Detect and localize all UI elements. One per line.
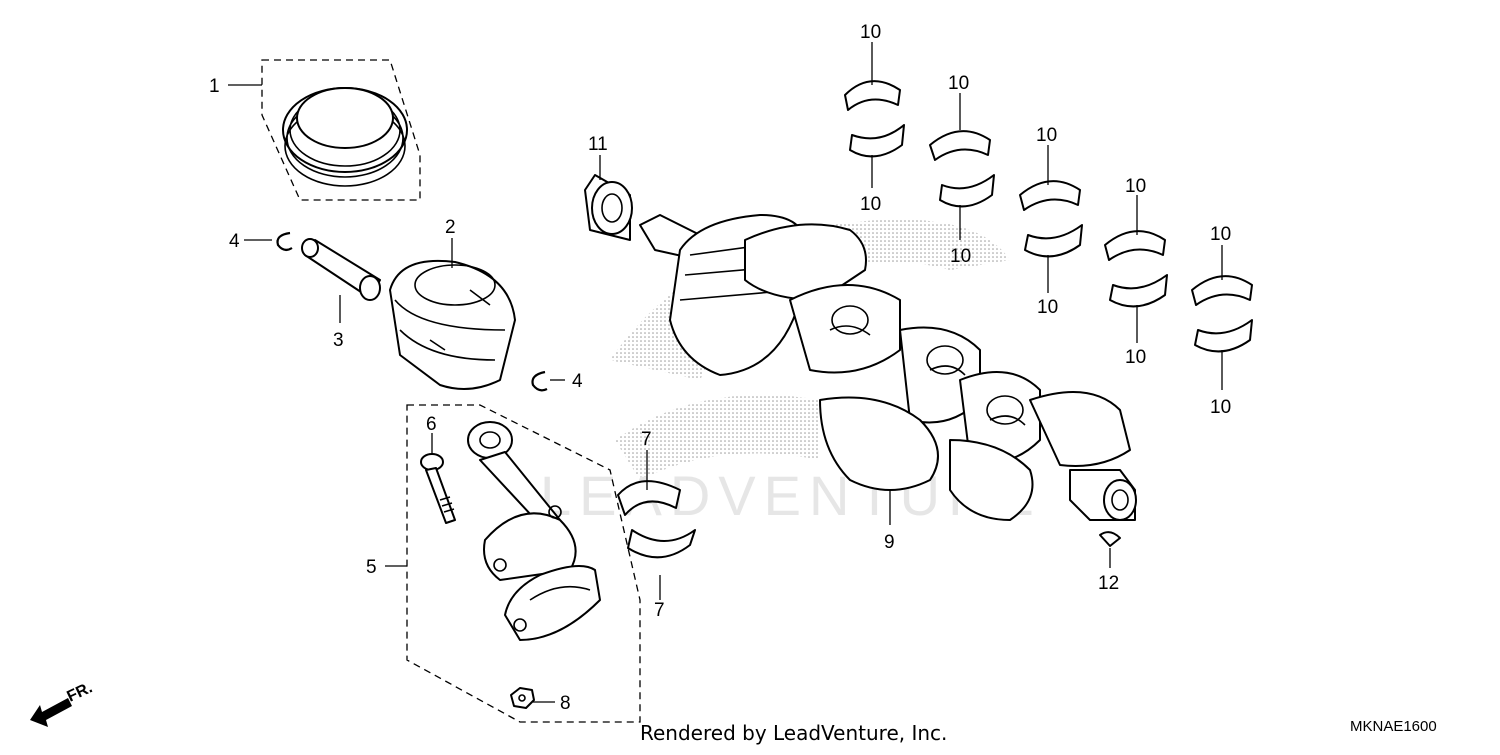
- leader-lines: [228, 42, 1223, 703]
- arrow-left-down-icon: [30, 698, 72, 727]
- main-bearing-pair-2: [929, 130, 995, 208]
- crank-gear: [584, 174, 633, 241]
- connecting-rod-cap: [504, 565, 601, 641]
- callout-9: 9: [884, 532, 895, 553]
- front-direction-marker: FR.: [30, 679, 95, 727]
- callout-7-lower: 7: [654, 600, 665, 621]
- callout-6: 6: [426, 414, 437, 435]
- callout-10-g: 10: [1125, 176, 1146, 197]
- footer-credit: Rendered by LeadVenture, Inc.: [640, 721, 947, 745]
- woodruff-key: [1099, 531, 1121, 547]
- piston-pin: [301, 238, 381, 301]
- connecting-rod-bolt: [420, 453, 456, 524]
- callout-4-lower: 4: [572, 371, 583, 392]
- connecting-rod-assembly-bracket: [406, 404, 641, 723]
- callout-4-upper: 4: [229, 231, 240, 252]
- callout-7-upper: 7: [641, 429, 652, 450]
- callout-8: 8: [560, 693, 571, 714]
- piston-pin-clip-lower: [531, 370, 548, 392]
- callout-10-i: 10: [1210, 224, 1231, 245]
- callout-2: 2: [445, 217, 456, 238]
- main-bearing-pair-5: [1191, 275, 1253, 353]
- callout-10-e: 10: [1036, 125, 1057, 146]
- piston-pin-clip-upper: [276, 231, 293, 252]
- callout-11: 11: [588, 134, 608, 155]
- callout-5: 5: [366, 557, 377, 578]
- callout-10-a: 10: [860, 22, 881, 43]
- callout-numbers: 1 2 3 4 4 5 6 7 7 8 9 10 10 10 10 10 10 …: [209, 22, 1231, 714]
- main-bearing-pair-3: [1019, 180, 1083, 258]
- front-label: FR.: [65, 679, 96, 705]
- diagram-code: MKNAE1600: [1350, 718, 1437, 735]
- rod-bearing-lower: [627, 529, 696, 559]
- callout-10-c: 10: [948, 73, 969, 94]
- callout-10-h: 10: [1125, 347, 1146, 368]
- piston: [389, 259, 516, 390]
- main-bearing-pair-1: [844, 80, 905, 158]
- callout-10-j: 10: [1210, 397, 1231, 418]
- rod-bearing-upper: [617, 480, 681, 516]
- callout-1: 1: [209, 76, 220, 97]
- callout-10-d: 10: [950, 246, 971, 267]
- callout-10-f: 10: [1037, 297, 1058, 318]
- crankshaft: [639, 214, 1137, 521]
- callout-3: 3: [333, 330, 344, 351]
- rod-nut: [510, 687, 535, 709]
- callout-12: 12: [1098, 573, 1119, 594]
- callout-10-b: 10: [860, 194, 881, 215]
- main-bearing-pair-4: [1104, 230, 1168, 308]
- piston-ring-set: [261, 59, 421, 201]
- connecting-rod: [467, 421, 577, 581]
